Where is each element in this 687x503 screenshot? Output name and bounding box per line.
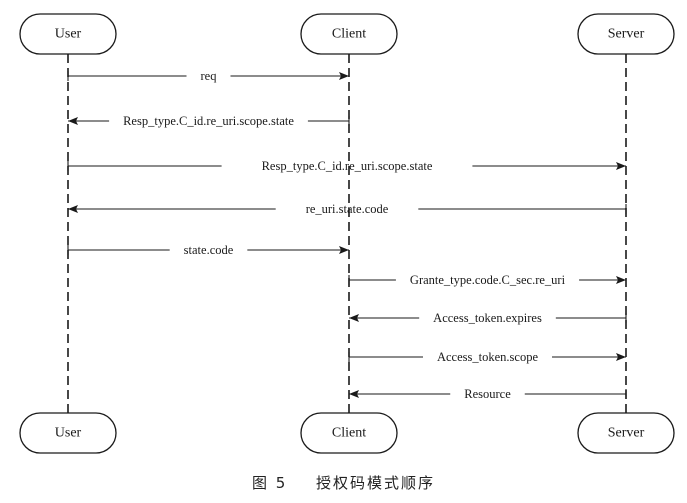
message-label: Access_token.expires [433,311,542,325]
arrowhead-icon [349,314,359,322]
arrowhead-icon [616,353,626,361]
actor-server-top: Server [577,13,675,55]
figure-title: 授权码模式顺序 [316,474,436,492]
message-2: Resp_type.C_id.re_uri.scope.state [68,114,350,128]
message-label: Grante_type.code.C_sec.re_uri [410,273,566,287]
message-label: state.code [184,243,234,257]
message-5: state.code [67,243,349,257]
actor-client-top: Client [300,13,398,55]
actor-box [19,412,117,454]
message-label: Access_token.scope [437,350,538,364]
actor-user-bottom: User [19,412,117,454]
actor-label: Client [332,27,366,42]
actor-user-top: User [19,13,117,55]
message-label: Resource [464,387,511,401]
message-label: req [201,69,218,83]
message-label: Resp_type.C_id.re_uri.scope.state [262,159,433,173]
actor-box [300,412,398,454]
actor-box [577,13,675,55]
figure-caption: 图 5 授权码模式顺序 [0,472,687,493]
actor-box [577,412,675,454]
actor-box [19,13,117,55]
actor-box [300,13,398,55]
arrowhead-icon [616,276,626,284]
message-6: Grante_type.code.C_sec.re_uri [348,273,626,287]
messages: reqResp_type.C_id.re_uri.scope.stateResp… [67,69,627,401]
message-label: Resp_type.C_id.re_uri.scope.state [123,114,294,128]
arrowhead-icon [349,390,359,398]
lifelines [67,54,627,413]
message-9: Resource [349,387,627,401]
figure-number: 图 5 [251,474,288,492]
arrowhead-icon [68,205,78,213]
message-label: re_uri.state.code [306,202,389,216]
message-8: Access_token.scope [348,350,626,364]
message-4: re_uri.state.code [68,202,627,216]
actor-label: User [55,426,82,441]
message-1: req [67,69,349,83]
actor-label: Client [332,426,366,441]
message-3: Resp_type.C_id.re_uri.scope.state [67,159,626,173]
actor-client-bottom: Client [300,412,398,454]
actor-server-bottom: Server [577,412,675,454]
actor-label: Server [608,426,645,441]
message-7: Access_token.expires [349,311,627,325]
arrowhead-icon [339,246,349,254]
sequence-diagram: reqResp_type.C_id.re_uri.scope.stateResp… [19,13,675,454]
arrowhead-icon [616,162,626,170]
arrowhead-icon [339,72,349,80]
arrowhead-icon [68,117,78,125]
actor-label: User [55,27,82,42]
actor-label: Server [608,27,645,42]
